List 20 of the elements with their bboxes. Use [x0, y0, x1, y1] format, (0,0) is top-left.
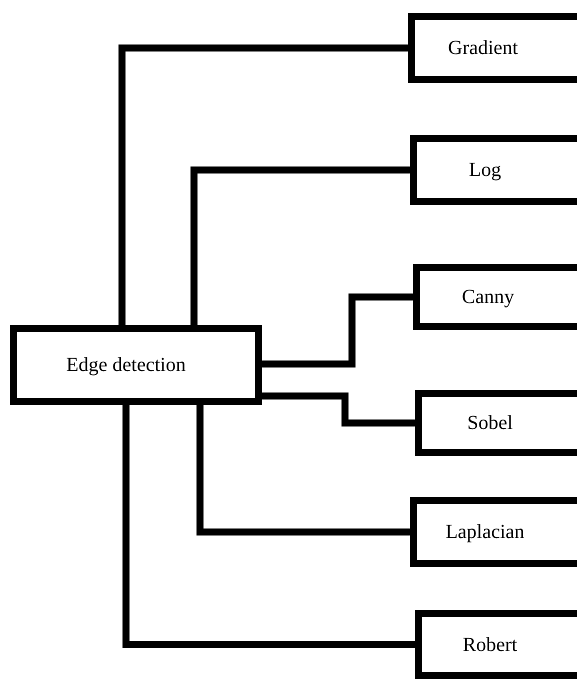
- connector-line: [122, 405, 415, 648]
- process-box: [410, 497, 577, 567]
- box-label: Laplacian: [446, 520, 524, 545]
- connector-line: [262, 294, 413, 368]
- process-box: [10, 325, 262, 405]
- connector-line: [196, 405, 410, 536]
- box-label: Log: [468, 158, 502, 183]
- connector-line: [190, 166, 410, 325]
- connector-line: [118, 44, 408, 325]
- process-box: [408, 13, 577, 83]
- connector-line: [262, 392, 415, 426]
- box-label: Gradient: [448, 36, 518, 61]
- process-box: [415, 610, 577, 679]
- process-box: [410, 135, 577, 205]
- box-label: Canny: [462, 285, 514, 310]
- box-label: Robert: [462, 632, 518, 658]
- box-label: Edge detection: [66, 353, 186, 378]
- process-box: [415, 390, 577, 456]
- box-label: Sobel: [467, 411, 513, 436]
- process-box: [413, 264, 577, 330]
